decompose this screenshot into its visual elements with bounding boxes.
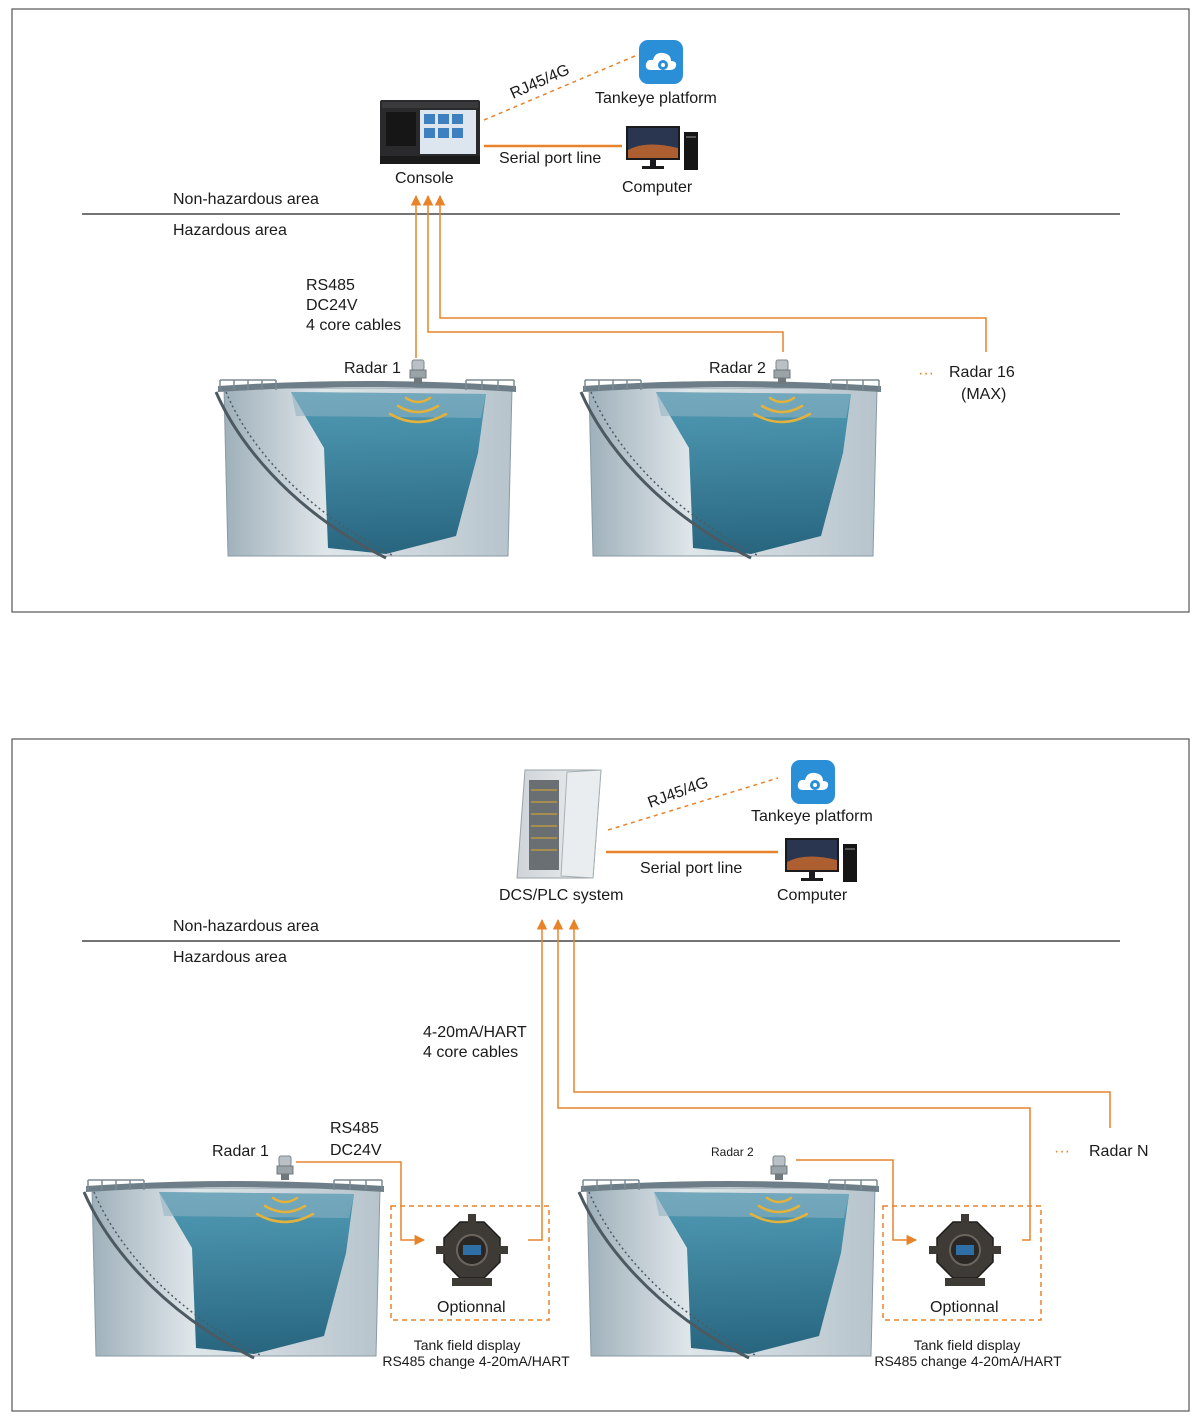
panel-1-rj45-label: RJ45/4G xyxy=(508,61,573,102)
tank-icon xyxy=(577,1178,881,1360)
cabinet-icon xyxy=(516,769,602,879)
panel-1-radar16-max: (MAX) xyxy=(961,386,1006,403)
panel-1-radar16-cable xyxy=(434,194,987,352)
panel-1-hazard-label: Hazardous area xyxy=(173,222,287,239)
panel-1-frame xyxy=(11,8,1190,613)
panel-2-non-hazard-label: Non-hazardous area xyxy=(173,918,319,935)
panel-2-rs485-spec: RS485 DC24V xyxy=(330,1120,383,1159)
panel-2-cable-spec: 4-20mA/HART 4 core cables xyxy=(423,1024,531,1061)
display-caption-1: Tank field display RS485 change 4-20mA/H… xyxy=(382,1337,570,1369)
panel-1-radar16-label: Radar 16 xyxy=(949,364,1015,381)
console-device-icon xyxy=(380,100,480,164)
panel-2-rj45-label: RJ45/4G xyxy=(646,774,711,812)
dcs-label: DCS/PLC system xyxy=(499,887,623,904)
optional-box-1 xyxy=(390,1205,550,1321)
panel-1-radar1-label: Radar 1 xyxy=(344,360,401,377)
panel-1-rj45-link xyxy=(483,55,636,121)
panel-2-hazard-label: Hazardous area xyxy=(173,949,287,966)
tank-icon xyxy=(214,378,518,560)
panel-1-radar2-cable xyxy=(422,194,784,352)
radar-sensor-icon xyxy=(773,359,791,385)
display-caption-2: Tank field display RS485 change 4-20mA/H… xyxy=(874,1337,1062,1369)
panel-2-ellipsis: ··· xyxy=(1054,1143,1070,1160)
panel-1-cable-spec: RS485 DC24V 4 core cables xyxy=(306,277,401,334)
panel-2-serial-label: Serial port line xyxy=(640,860,742,877)
panel-2-radarN-cable xyxy=(568,918,1111,1128)
monitor-icon xyxy=(626,126,698,170)
optional-label-2: Optionnal xyxy=(930,1299,999,1316)
panel-2-computer-label: Computer xyxy=(777,887,848,904)
console-label: Console xyxy=(395,170,454,187)
panel-1-platform-label: Tankeye platform xyxy=(595,90,717,107)
panel-2-radar2-rs485 xyxy=(796,1159,918,1246)
tank-icon xyxy=(579,378,883,560)
panel-1-serial-label: Serial port line xyxy=(499,150,601,167)
panel-2-radar1-label: Radar 1 xyxy=(212,1143,269,1160)
tank-icon xyxy=(82,1178,386,1360)
optional-box-2 xyxy=(882,1205,1042,1321)
optional-label-1: Optionnal xyxy=(437,1299,506,1316)
panel-2-radar2-label: Radar 2 xyxy=(711,1145,754,1159)
radar-sensor-icon xyxy=(770,1155,788,1181)
panel-1-ellipsis: ··· xyxy=(918,365,934,382)
field-display-icon xyxy=(435,1213,509,1287)
cloud-icon xyxy=(639,40,683,84)
panel-1-radar2-label: Radar 2 xyxy=(709,360,766,377)
panel-1-computer-label: Computer xyxy=(622,179,693,196)
panel-2-radar1-rs485 xyxy=(296,1161,426,1246)
panel-2-display1-cable xyxy=(528,918,548,1241)
panel-2-radarN-label: Radar N xyxy=(1089,1143,1149,1160)
monitor-icon xyxy=(785,838,857,882)
panel-2-platform-label: Tankeye platform xyxy=(751,808,873,825)
radar-sensor-icon xyxy=(409,359,427,385)
panel-2-frame xyxy=(11,738,1190,1412)
cloud-icon xyxy=(791,760,835,804)
panel-2-rj45-link xyxy=(607,777,779,831)
radar-sensor-icon xyxy=(276,1155,294,1181)
panel-1-non-hazard-label: Non-hazardous area xyxy=(173,191,319,208)
field-display-icon xyxy=(928,1213,1002,1287)
panel-2-display2-cable xyxy=(552,918,1031,1241)
